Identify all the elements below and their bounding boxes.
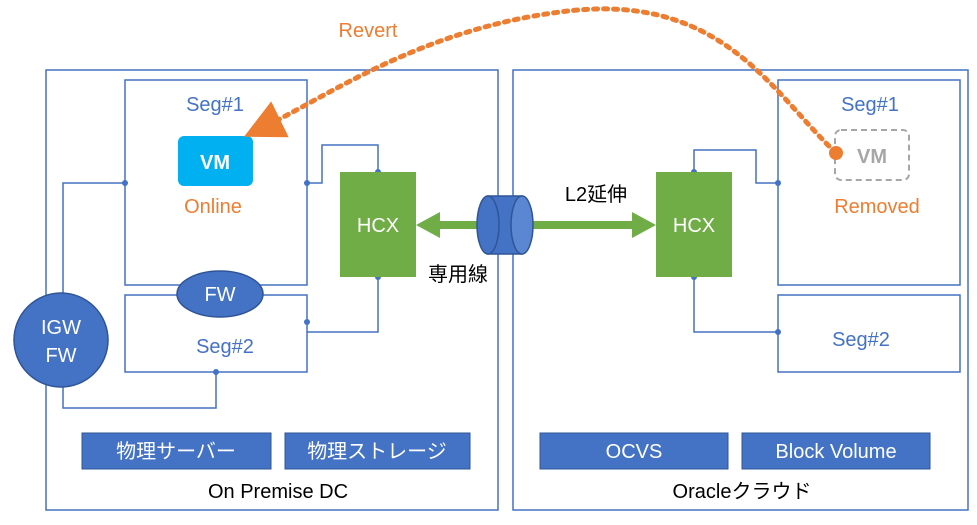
dedicated-line-cylinder <box>476 195 534 255</box>
physical-storage-box <box>284 432 471 470</box>
oracle-cloud-box <box>512 69 969 511</box>
onprem-seg1-label: Seg#1 <box>186 94 244 116</box>
oracle-vm-removed-box <box>834 129 910 181</box>
physical-server-box <box>81 432 272 470</box>
onprem-vm-box <box>178 136 253 186</box>
oracle-title: Oracleクラウド <box>673 480 812 503</box>
physical-server-label: 物理サーバー <box>116 440 236 463</box>
onprem-title: On Premise DC <box>208 481 348 503</box>
onprem-dc-box <box>45 69 499 511</box>
oracle-seg2-label: Seg#2 <box>832 329 890 351</box>
onprem-fw-label: FW <box>204 284 235 306</box>
oracle-seg1-label: Seg#1 <box>841 94 899 116</box>
block-volume-box <box>741 432 931 470</box>
onprem-vm-status: Online <box>184 196 242 218</box>
ocvs-label: OCVS <box>606 441 663 463</box>
block-volume-label: Block Volume <box>775 441 896 463</box>
physical-storage-label: 物理ストレージ <box>307 440 447 463</box>
oracle-hcx-label: HCX <box>673 215 715 237</box>
oracle-network-lines <box>693 149 778 333</box>
onprem-vm-label: VM <box>200 152 230 174</box>
onprem-network-lines <box>62 144 379 409</box>
dedicated-line-label: 専用線 <box>428 263 488 286</box>
oracle-vm-status: Removed <box>834 196 920 218</box>
revert-arrow <box>244 6 839 156</box>
igw-label-line2: FW <box>45 345 76 367</box>
onprem-seg2-label: Seg#2 <box>196 336 254 358</box>
onprem-fw-ellipse <box>176 270 264 318</box>
revert-origin-dot <box>829 146 843 160</box>
l2-extension-arrow <box>416 212 656 238</box>
igw-fw-circle <box>13 292 109 388</box>
l2-extension-label: L2延伸 <box>565 183 627 206</box>
igw-label-line1: IGW <box>41 317 81 339</box>
oracle-vm-label: VM <box>857 146 887 168</box>
ocvs-box <box>539 432 729 470</box>
onprem-hcx-box <box>340 172 416 277</box>
onprem-hcx-label: HCX <box>357 215 399 237</box>
oracle-hcx-box <box>656 172 732 277</box>
revert-label: Revert <box>339 20 398 42</box>
